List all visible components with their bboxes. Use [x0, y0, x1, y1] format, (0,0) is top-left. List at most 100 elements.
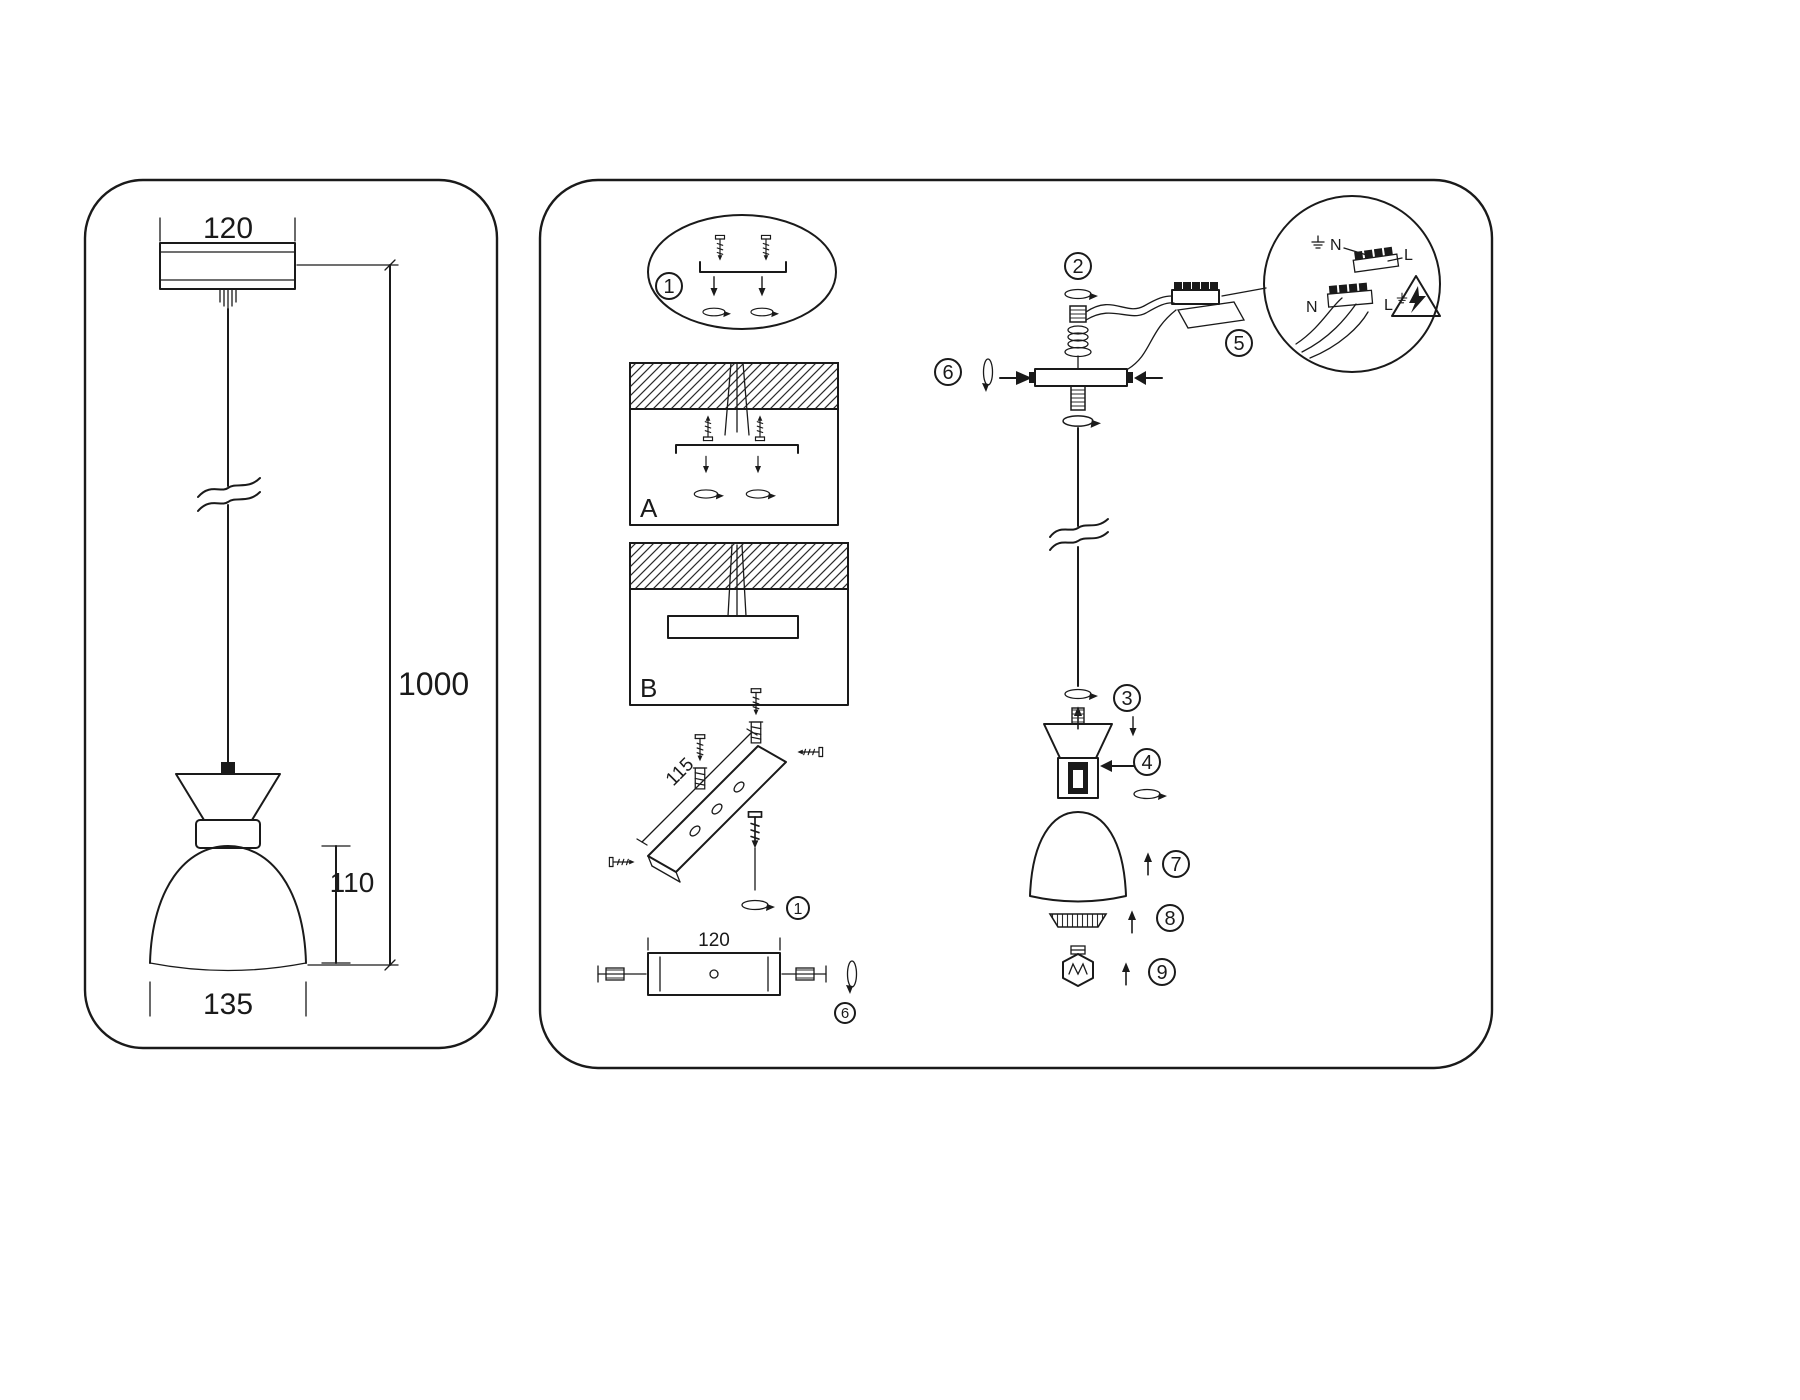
neutral-label-top: N: [1330, 237, 1342, 254]
detail-terminal-upper: [1352, 246, 1400, 273]
step-badge: [1162, 850, 1190, 878]
wall-anchor-icon: [748, 721, 764, 744]
step-badge: [786, 896, 810, 920]
arrow-left-icon: [1100, 760, 1112, 772]
rotate-icon: [1064, 288, 1099, 301]
step-badge: [1113, 684, 1141, 712]
step7-number: 7: [1170, 854, 1181, 876]
ceiling-hatch: [629, 542, 849, 590]
dim-plate-width-label: 120: [698, 930, 730, 951]
wire: [1127, 309, 1177, 370]
step1-number: 1: [663, 276, 674, 298]
screw-icon: [747, 810, 763, 850]
assembly-column: 2 5: [934, 195, 1441, 987]
bracket-perspective: 115 1: [608, 688, 824, 920]
section-a-label: A: [640, 493, 658, 523]
screw-icon: [702, 414, 714, 442]
screw-icon: [760, 234, 772, 262]
rotate-icon: [1062, 415, 1102, 429]
step6-number: 6: [942, 362, 953, 384]
section-b-box: B: [629, 542, 849, 706]
dim-canopy-width: 120: [159, 212, 296, 245]
dim-canopy-width-label: 120: [203, 212, 253, 245]
ceiling-plate: [1034, 368, 1128, 387]
strain-relief: [219, 289, 237, 310]
screw-icon: [714, 234, 726, 262]
step2-number: 2: [1072, 256, 1083, 278]
arrow-up-icon: [1121, 961, 1131, 986]
threaded-rod: [1070, 385, 1086, 411]
anchor-icon: [605, 967, 625, 981]
rotate-icon: [693, 489, 725, 500]
rotate-icon: [750, 307, 780, 318]
arrow-up-icon: [1127, 909, 1137, 934]
step-badge: [1133, 748, 1161, 776]
step-badge: [834, 1002, 856, 1024]
terminal-block: [1171, 282, 1246, 329]
arrow-down-icon: [709, 276, 719, 298]
dim-shade-height-label: 110: [330, 867, 375, 898]
dim-cable-length-label: 1000: [398, 666, 469, 702]
dim-shade-height: 110: [321, 845, 375, 964]
cord-grip: [1069, 305, 1087, 323]
arrow-down-icon: [757, 276, 767, 298]
pendant-cable: [1049, 427, 1109, 687]
arrow-left-icon: [1134, 371, 1146, 385]
rotate-icon: [981, 358, 994, 393]
detail-terminal-lower: [1326, 282, 1374, 308]
step4-number: 4: [1141, 752, 1152, 774]
rotate-icon: [845, 960, 858, 995]
line-label-top: L: [1404, 247, 1413, 264]
lamp-head: [149, 762, 307, 972]
step6-number-bottom: 6: [841, 1005, 849, 1022]
screw-icon: [608, 856, 636, 868]
step9-number: 9: [1156, 962, 1167, 984]
diffuser-ring: [1048, 913, 1108, 928]
step-badge: [934, 358, 962, 386]
neutral-label-bottom: N: [1306, 299, 1318, 316]
ground-icon: [1311, 235, 1325, 249]
anchor-icon: [795, 967, 815, 981]
arrow-down-icon: [702, 455, 710, 474]
suspension-cable: [197, 308, 261, 773]
wire: [1295, 297, 1343, 345]
step8-number: 8: [1164, 908, 1175, 930]
wire: [1301, 303, 1357, 353]
left-panel-border: [83, 178, 499, 1050]
step-badge: [655, 272, 683, 300]
cone-nipple: [1071, 707, 1085, 725]
wire: [1309, 311, 1369, 359]
wiring-detail: N L: [1263, 195, 1441, 373]
rotate-icon: [741, 899, 776, 912]
wire: [1085, 295, 1173, 313]
dim-bracket-length-label: 115: [662, 754, 698, 790]
section-a-box: A: [629, 362, 839, 526]
arrow-up-icon: [1143, 851, 1153, 876]
rotate-icon: [1064, 688, 1099, 701]
step5-number: 5: [1233, 333, 1244, 355]
ceiling-hatch: [629, 362, 839, 410]
bulb-icon: [1062, 945, 1094, 987]
step3-number: 3: [1121, 688, 1132, 710]
arrow-down-icon: [1128, 716, 1138, 738]
electric-hazard-icon: [1391, 275, 1441, 317]
rotate-icon: [702, 307, 732, 318]
rotate-icon: [745, 489, 777, 500]
lamp-shade: [1029, 811, 1127, 903]
rotate-icon: [1133, 788, 1168, 801]
canopy-drawing: [159, 242, 296, 290]
arrow-right-icon: [1016, 371, 1032, 385]
step-badge: [1156, 904, 1184, 932]
wall-anchor-icon: [692, 767, 708, 790]
step-badge: [1064, 252, 1092, 280]
step-badge: [1148, 958, 1176, 986]
section-b-label: B: [640, 673, 657, 703]
dim-shade-width: 135: [149, 981, 307, 1021]
arrow-down-icon: [754, 455, 762, 474]
screw-icon: [694, 734, 706, 762]
step1-oval: 1: [647, 214, 837, 330]
dim-shade-width-label: 135: [203, 988, 253, 1021]
dimension-panel: 120: [83, 178, 499, 1050]
